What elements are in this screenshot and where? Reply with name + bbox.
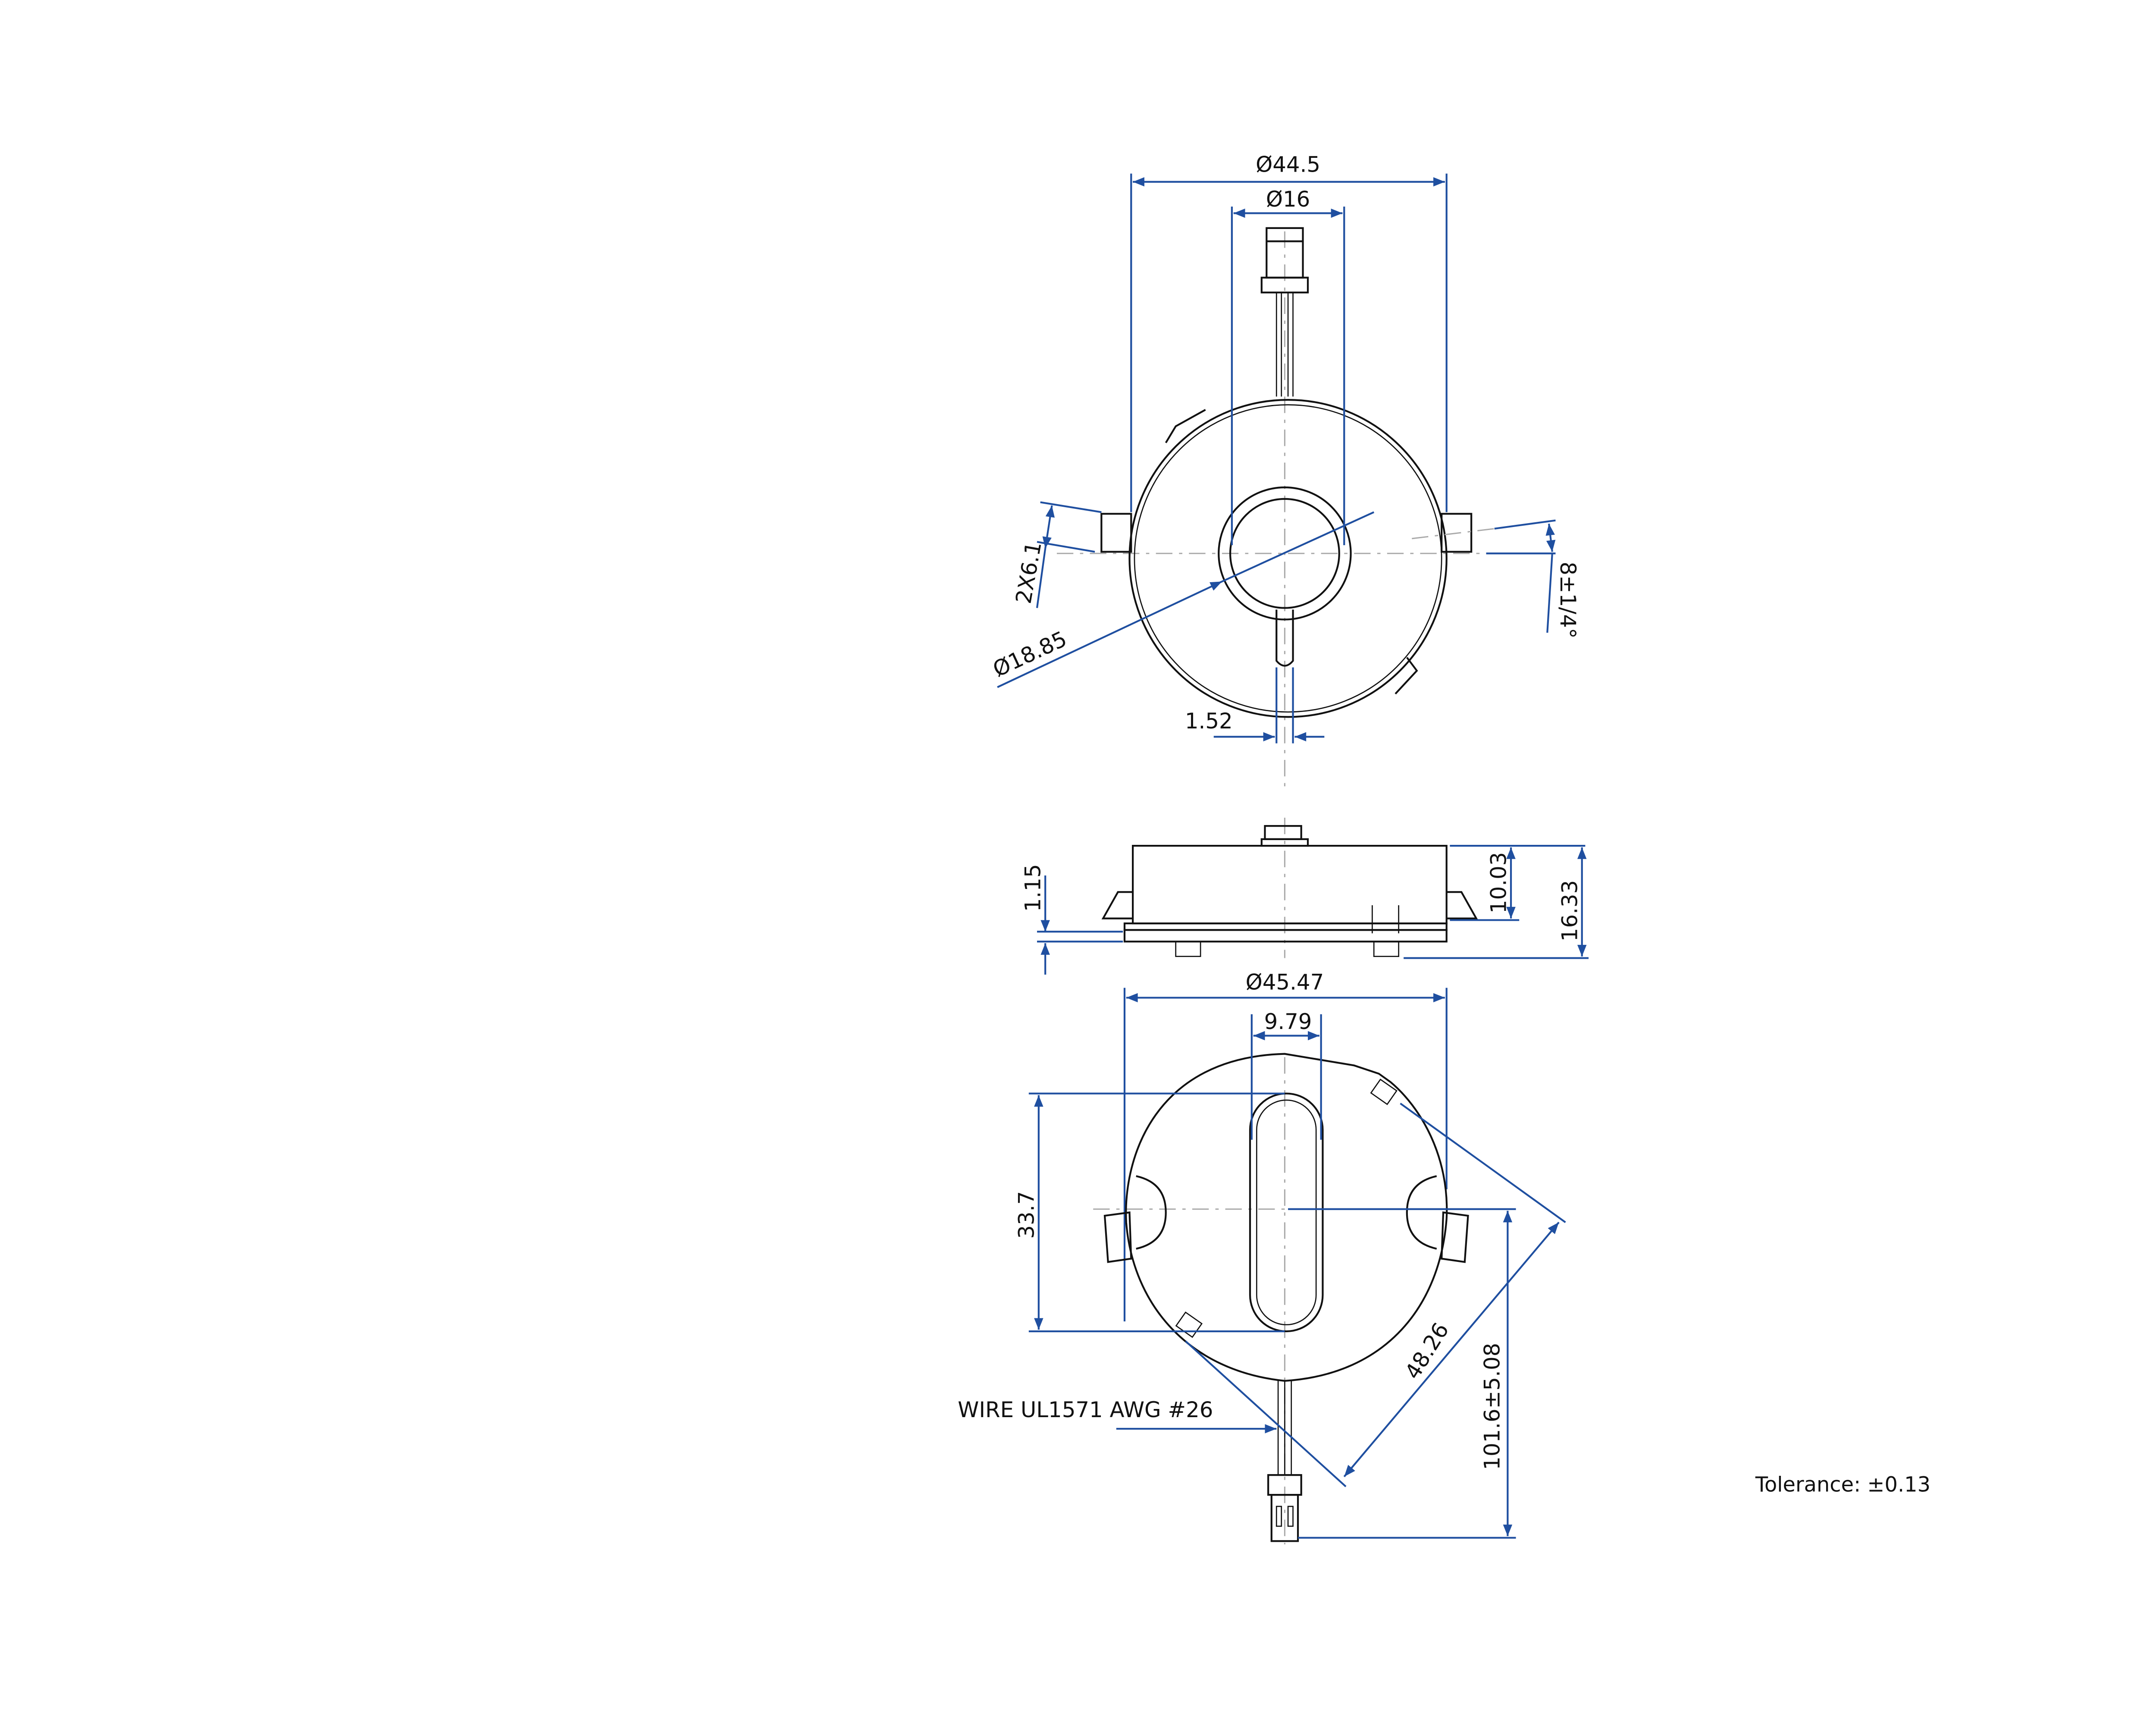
dim-coil-diameter: Ø18.85	[989, 626, 1071, 682]
dim-body-height: 10.03	[1486, 852, 1511, 913]
dim-base-diameter: Ø45.47	[1246, 969, 1324, 995]
bottom-view: 9.79 33.7 48.26 101.6±5.08 WIRE UL1571 A…	[958, 1009, 1566, 1545]
dim-slot-width-bottom: 9.79	[1264, 1009, 1312, 1034]
dim-slot-width: 1.52	[1185, 709, 1233, 734]
dim-flange-thickness: 1.15	[1021, 864, 1046, 912]
dim-wire-length: 101.6±5.08	[1479, 1343, 1504, 1470]
top-view: Ø44.5 Ø16 2X6.1 Ø18.85 1.52 8±1/4°	[989, 152, 1580, 793]
dim-tab-width: 2X6.1	[1011, 540, 1046, 606]
dim-inner-diameter: Ø16	[1266, 187, 1310, 212]
dim-tab-angle: 8±1/4°	[1555, 562, 1580, 638]
dim-outer-diameter: Ø44.5	[1256, 152, 1320, 177]
wire-label: WIRE UL1571 AWG #26	[958, 1397, 1213, 1422]
side-view: 1.15 10.03 16.33 Ø45.47	[1021, 818, 1589, 1322]
tolerance-note: Tolerance: ±0.13	[1755, 1473, 1930, 1497]
dim-total-height: 16.33	[1557, 880, 1582, 941]
dim-diagonal-span: 48.26	[1400, 1318, 1454, 1384]
dim-slot-length: 33.7	[1014, 1191, 1039, 1239]
